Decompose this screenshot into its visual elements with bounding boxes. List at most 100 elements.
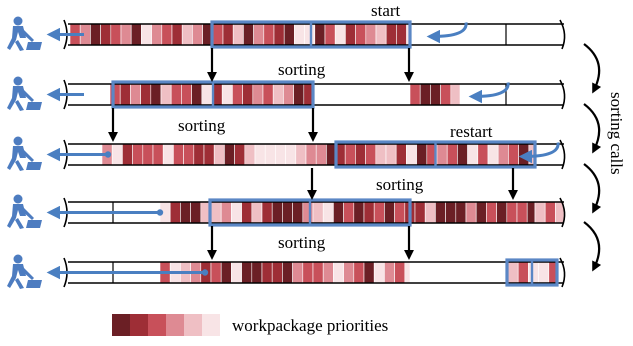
workpackage-cell [231, 201, 242, 224]
sorting-label-row4: sorting [278, 233, 326, 252]
workpackage-cell [292, 201, 304, 224]
workpackage-cell [302, 201, 314, 224]
sorting-range-arrows [108, 48, 518, 260]
workpackage-cell [140, 83, 152, 106]
curved-insert-arrow-icon [518, 142, 560, 164]
workpackage-cell [507, 261, 519, 284]
workpackage-cell [283, 83, 294, 106]
workpackage-cell [252, 83, 264, 106]
workpackage-cell [343, 261, 355, 284]
workpackage-cell [119, 83, 131, 106]
legend-swatch [166, 314, 184, 336]
workpackage-cell [315, 143, 327, 166]
sorting-label-row3: sorting [376, 175, 424, 194]
workpackage-cell [271, 201, 283, 224]
workpackage-cell [251, 261, 263, 284]
workpackage-cell [203, 143, 215, 166]
workpackage-cell [263, 23, 275, 46]
workpackage-cell [384, 261, 395, 284]
workpackage-cell [457, 143, 468, 166]
workpackage-cell [385, 23, 397, 46]
workpackage-cell [275, 143, 286, 166]
workpackage-cell [261, 261, 273, 284]
take-arrow [46, 205, 164, 220]
workpackage-cell [251, 201, 263, 224]
workpackage-cell [353, 201, 365, 224]
workpackage-cell [506, 201, 518, 224]
workpackage-cell [192, 23, 203, 46]
workpackage-cell [353, 261, 365, 284]
workpackage-cell [272, 83, 284, 106]
workpackage-cell [170, 83, 182, 106]
workpackage-cell [518, 143, 530, 166]
workpackage-cell [242, 83, 254, 106]
curved-step-arrow-icon [583, 103, 602, 154]
curved-insert-arrow-icon [426, 22, 468, 44]
queue-right-bracket [559, 257, 566, 288]
workpackage-cell [110, 23, 122, 46]
workpackage-cell [264, 143, 276, 166]
workpackage-cell [262, 83, 274, 106]
workpackage-cell [373, 201, 385, 224]
workpackage-cell [497, 143, 509, 166]
workpackage-cell [292, 261, 304, 284]
workpackage-cell [181, 23, 193, 46]
workpackage-cell [526, 201, 536, 224]
workpackage-cell [538, 261, 550, 284]
workpackage-cell [253, 23, 265, 46]
workpackage-cell [243, 23, 254, 46]
workpackage-cell [220, 261, 232, 284]
workpackage-cell [304, 23, 316, 46]
workpackage-cell [375, 23, 387, 46]
curved-step-arrow-icon [583, 221, 602, 272]
workpackage-cell [312, 201, 324, 224]
workpackage-cell [222, 23, 234, 46]
workpackage-cell [396, 23, 407, 46]
worker-digging-icon [7, 194, 42, 229]
queue-right-bracket [559, 197, 566, 228]
workpackage-cell [508, 143, 519, 166]
sorting-windows [111, 20, 559, 287]
workpackage-cell [394, 201, 406, 224]
worker-digging-icon [7, 76, 42, 111]
take-arrow [46, 147, 112, 162]
workpackage-cell [169, 201, 181, 224]
workpackage-cell [465, 201, 477, 224]
workpackage-cell [384, 201, 395, 224]
legend-swatch [130, 314, 148, 336]
workpackage-cell [111, 143, 123, 166]
workpackage-cell [231, 261, 242, 284]
workpackage-cell [436, 143, 448, 166]
queue-row-2 [63, 79, 566, 110]
workpackage-cell [365, 143, 377, 166]
workpackage-cell [285, 143, 297, 166]
workpackage-cell [365, 23, 377, 46]
workpackage-cell [516, 201, 528, 224]
workpackage-cell [305, 143, 317, 166]
workpackage-cell [312, 261, 324, 284]
start-label: start [371, 1, 401, 20]
workpackage-cell [162, 143, 174, 166]
workpackage-cell [373, 261, 385, 284]
workpackage-cell [261, 201, 273, 224]
workpackage-cell [212, 23, 224, 46]
worker-digging-icon [7, 16, 42, 51]
workpackage-cell [416, 143, 428, 166]
workpackage-cell [440, 83, 452, 106]
workpackage-cell [132, 143, 144, 166]
legend-swatch [202, 314, 220, 336]
workpackage-cell [221, 83, 233, 106]
workpackage-cell [130, 83, 141, 106]
workpackage-cell [333, 261, 344, 284]
legend-swatch [184, 314, 202, 336]
workpackage-cell [160, 83, 172, 106]
workpackage-cell [295, 143, 307, 166]
workpackage-cell [395, 143, 407, 166]
legend-swatch [148, 314, 166, 336]
workpackage-cell [241, 201, 253, 224]
workpackage-cell [302, 261, 314, 284]
curved-step-arrow-icon [583, 163, 602, 214]
workpackage-cell [385, 143, 397, 166]
workpackage-cell [213, 143, 225, 166]
